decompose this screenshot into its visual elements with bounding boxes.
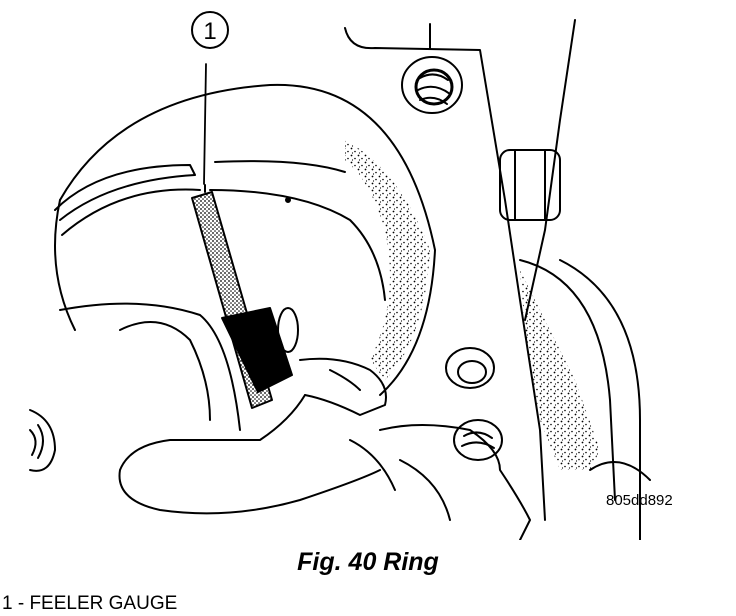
image-code: 805dd892 [606, 492, 673, 509]
gauge-holder [221, 307, 293, 393]
left-edge-part [29, 409, 56, 472]
figure-legend: 1 - FEELER GAUGE [2, 593, 177, 615]
figure-caption: Fig. 40 Ring [297, 548, 439, 576]
middle-hole [445, 347, 495, 389]
side-bolt [499, 149, 561, 221]
callout-circle [191, 11, 229, 49]
legend-item: 1 - FEELER GAUGE [2, 593, 178, 614]
hand [118, 357, 531, 540]
upper-bolt-hole [401, 56, 463, 114]
engine-block-outline [344, 19, 651, 540]
lower-bolt-hole [453, 419, 503, 461]
callout-number: 1 [203, 18, 216, 45]
engine-block-illustration: 1 805dd892 [29, 11, 673, 540]
callout-leader-line [203, 63, 207, 185]
cylinder-bore [54, 83, 436, 431]
block-shading [520, 270, 600, 470]
